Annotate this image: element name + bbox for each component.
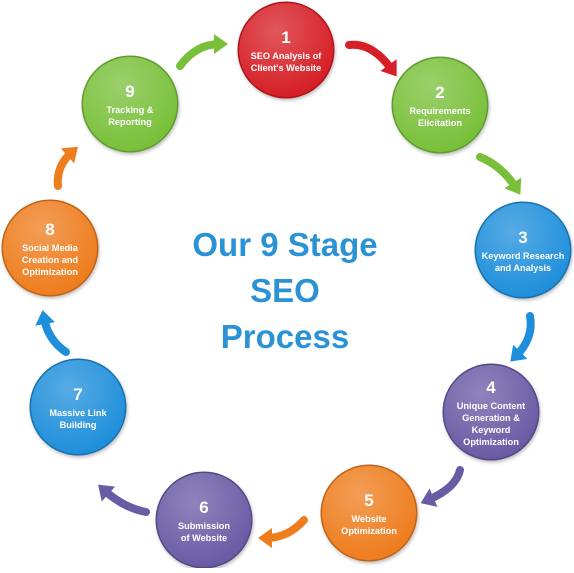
stage-circle-shine	[393, 58, 487, 152]
stage-label-line: and Analysis	[495, 263, 551, 273]
arrow-8-to-9	[53, 146, 79, 190]
stage-label-line: Keyword Research	[482, 251, 565, 261]
stage-label-line: Requirements	[409, 106, 470, 116]
arrow-3-to-4	[510, 312, 535, 362]
stage-label-line: Unique Content	[457, 401, 525, 411]
title-line-1: Our 9 Stage	[192, 226, 378, 263]
arrow-1-to-2	[345, 40, 397, 77]
stage-circle-shine	[476, 203, 570, 297]
arrow-head	[258, 528, 272, 548]
title-line-2: SEO	[250, 272, 320, 309]
arrow-6-to-7	[98, 484, 150, 516]
stage-number: 2	[435, 83, 444, 102]
arrow-shaft	[100, 486, 150, 516]
stage-label-line: Website	[351, 514, 386, 524]
arrow-shaft	[476, 153, 520, 192]
stage-label-line: Keyword	[472, 425, 511, 435]
stage-label-line: Reporting	[108, 117, 151, 127]
arrow-shaft	[424, 466, 464, 504]
arrow-7-to-8	[35, 310, 70, 356]
stage-number: 9	[125, 82, 134, 101]
stage-label-line: Building	[60, 420, 97, 430]
arrow-head	[510, 344, 528, 362]
stage-label-line: Creation and	[22, 255, 78, 265]
arrow-2-to-3	[476, 153, 522, 195]
stage-label-line: Optimization	[22, 267, 78, 277]
arrow-9-to-1	[176, 34, 228, 70]
arrow-head	[214, 34, 228, 54]
stage-circle-shine	[3, 201, 97, 295]
stage-circle-shine	[83, 57, 177, 151]
arrow-head	[504, 177, 522, 195]
stage-number: 7	[73, 385, 82, 404]
stage-number: 6	[199, 498, 208, 517]
stage-number: 8	[45, 220, 54, 239]
stage-circle-shine	[444, 365, 538, 459]
stage-label-line: SEO Analysis of	[251, 51, 323, 61]
stage-label-line: Generation &	[462, 413, 520, 423]
stage-circle-shine	[322, 466, 416, 560]
arrow-head	[60, 146, 79, 164]
stage-circle-shine	[239, 3, 333, 97]
stage-number: 1	[281, 28, 290, 47]
arrow-head	[35, 310, 55, 326]
arrow-5-to-6	[258, 516, 308, 548]
arrow-head	[420, 488, 438, 507]
stage-number: 3	[518, 228, 527, 247]
stage-label-line: Optimization	[463, 437, 519, 447]
arrow-head	[380, 59, 397, 77]
title-line-3: Process	[220, 318, 350, 355]
stage-number: 4	[486, 378, 496, 397]
stage-label-line: Tracking &	[107, 105, 154, 115]
stage-label-line: of Website	[181, 533, 227, 543]
stage-circle-shine	[157, 473, 251, 567]
stage-number: 5	[364, 491, 373, 510]
stage-label-line: Submission	[178, 521, 230, 531]
arrow-head	[98, 484, 116, 502]
diagram-title: Our 9 Stage SEO Process	[160, 222, 410, 360]
stage-label-line: Optimization	[341, 526, 397, 536]
stage-label-line: Client's Website	[251, 63, 321, 73]
arrow-shaft	[345, 40, 396, 74]
arrow-4-to-5	[420, 466, 464, 507]
stage-circle-shine	[31, 360, 125, 454]
stage-label-line: Elicitation	[418, 118, 462, 128]
arrows-layer	[35, 34, 535, 548]
stage-label-line: Social Media	[22, 243, 79, 253]
stage-label-line: Massive Link	[49, 408, 107, 418]
